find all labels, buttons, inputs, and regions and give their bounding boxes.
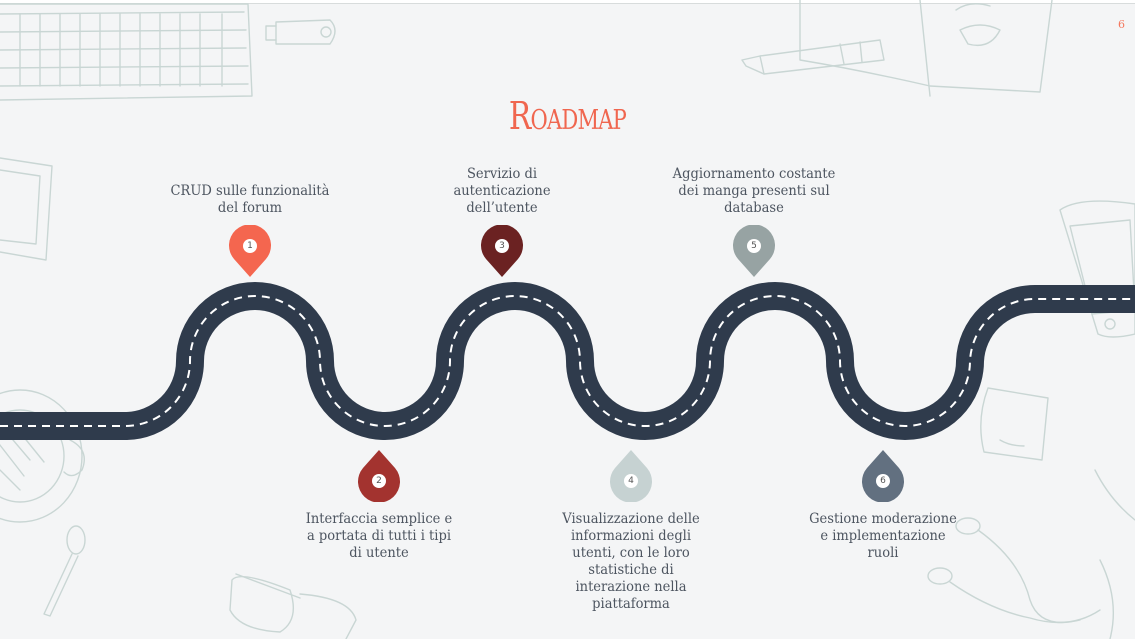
slide-title: Roadmap: [508, 94, 627, 138]
milestone-3-number: 3: [495, 239, 509, 253]
milestone-6-label: Gestione moderazione e implementazione r…: [809, 511, 957, 561]
tablet-sketch: [0, 157, 53, 261]
milestone-5-number: 5: [747, 239, 761, 253]
usb-stick-sketch: [265, 19, 336, 45]
top-rule: [0, 0, 1135, 4]
phone-sketch: [1059, 200, 1135, 338]
notebook-sketch: [799, 0, 1053, 97]
milestone-5-pin: 5: [733, 224, 775, 279]
keyboard-sketch: [0, 3, 253, 101]
milestone-1-pin: 1: [229, 224, 271, 279]
milestone-3-pin: 3: [481, 224, 523, 279]
milestone-3-label: Servizio di autenticazione dell’utente: [453, 166, 551, 216]
spoon-sketch: [43, 525, 86, 617]
milestone-2-pin: 2: [358, 448, 400, 503]
pen-sketch: [741, 39, 885, 75]
milestone-2-label: Interfaccia semplice e a portata di tutt…: [305, 511, 453, 561]
road-center-line: [0, 295, 1135, 427]
milestone-6-pin: 6: [862, 448, 904, 503]
milestone-4-pin: 4: [610, 448, 652, 503]
milestone-5-label: Aggiornamento costante dei manga present…: [672, 166, 836, 216]
glasses-sketch: [229, 573, 357, 639]
milestone-1-number: 1: [243, 239, 257, 253]
milestone-4-label: Visualizzazione delle informazioni degli…: [562, 511, 700, 612]
milestone-2-number: 2: [372, 474, 386, 488]
milestone-1-label: CRUD sulle funzionalità del forum: [170, 183, 330, 216]
page-number: 6: [1118, 18, 1125, 31]
sticky-note-sketch: [980, 387, 1049, 461]
milestone-4-number: 4: [624, 474, 638, 488]
milestone-6-number: 6: [876, 474, 890, 488]
earphones-sketch: [927, 469, 1135, 639]
